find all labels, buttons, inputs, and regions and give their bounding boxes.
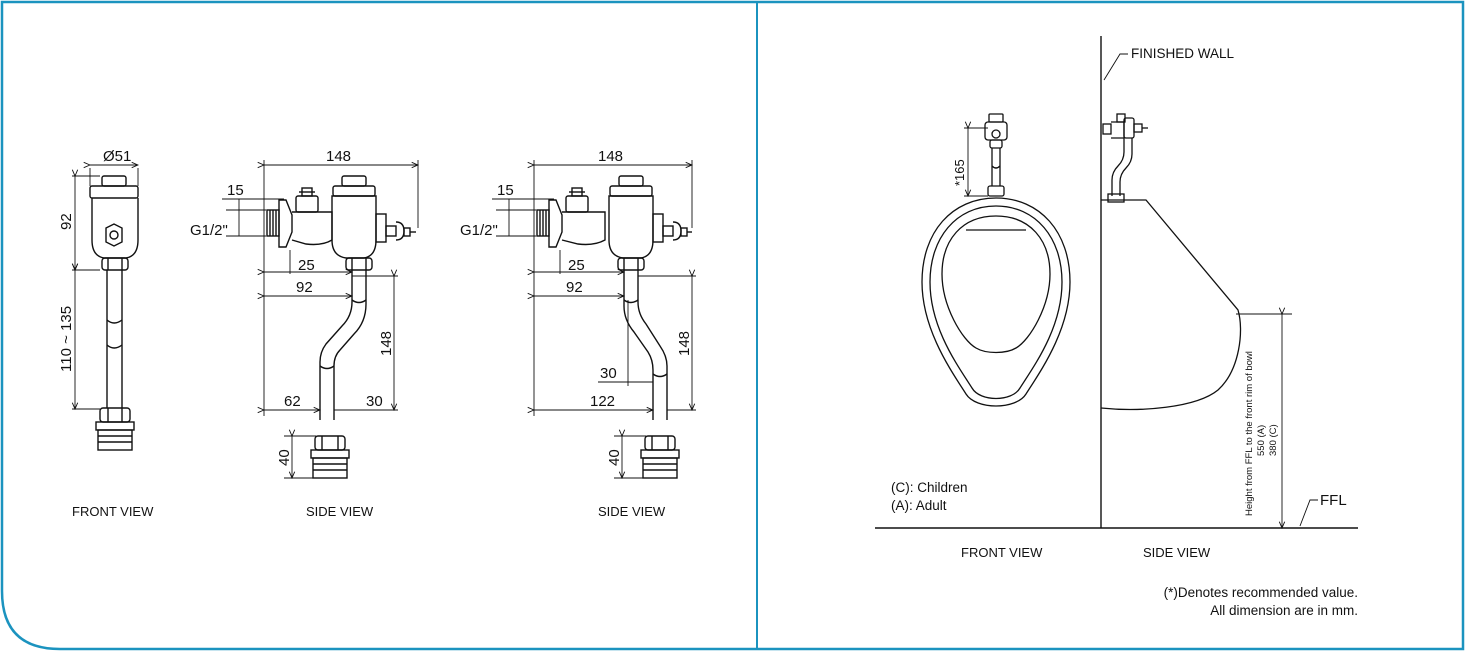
dim-recommended-165: *165 (952, 159, 967, 186)
caption-front-view-right: FRONT VIEW (961, 545, 1043, 560)
dim-front-height-top: 92 (58, 213, 75, 230)
finished-wall-label: FINISHED WALL (1131, 46, 1235, 61)
side-view-1-dimensions (222, 160, 418, 478)
side-view-height-dim (1236, 314, 1318, 528)
height-note-line3: 380 (C) (1268, 424, 1279, 456)
valve-front-view (89, 175, 139, 451)
urinal-side-view (1100, 113, 1242, 411)
dim-side2-bottom: 122 (590, 393, 615, 410)
dim-diameter: Ø51 (103, 148, 131, 165)
dim-side1-overall: 148 (326, 148, 351, 165)
dim-side2-inlet-depth: 15 (497, 182, 514, 199)
note-units: All dimension are in mm. (1210, 603, 1358, 618)
dim-side1-offset-b: 92 (296, 279, 313, 296)
dim-front-height-range: 110 ~ 135 (58, 306, 75, 372)
dim-side1-coupling: 40 (276, 449, 293, 466)
caption-side-view-right: SIDE VIEW (1143, 545, 1211, 560)
legend-adult: (A): Adult (891, 498, 947, 513)
dim-side1-thread: G1/2" (190, 222, 228, 239)
ffl-label: FFL (1320, 492, 1347, 509)
front-view-dimensions (72, 165, 138, 409)
dim-side2-offset-a: 25 (568, 257, 585, 274)
valve-side-view-2 (536, 175, 692, 479)
side-view-2-dimensions (492, 160, 696, 478)
dim-side2-vertical: 148 (676, 331, 693, 356)
note-recommended: (*)Denotes recommended value. (1164, 585, 1358, 600)
dim-side2-offset-b: 92 (566, 279, 583, 296)
front-view-recommended-dim (964, 128, 988, 196)
caption-side-view-2: SIDE VIEW (598, 504, 666, 519)
caption-front-view-left: FRONT VIEW (72, 504, 154, 519)
dim-side2-overall: 148 (598, 148, 623, 165)
dim-side1-offset-a: 25 (298, 257, 315, 274)
height-note-line1: Height from FFL to the front rim of bowl (1244, 351, 1255, 516)
dim-side1-bottom-right: 30 (366, 393, 383, 410)
dim-side2-bend: 30 (600, 365, 617, 382)
valve-side-view-1 (266, 175, 416, 479)
dim-side1-bottom-left: 62 (284, 393, 301, 410)
dim-side1-inlet-depth: 15 (227, 182, 244, 199)
dim-side2-thread: G1/2" (460, 222, 498, 239)
urinal-front-view (921, 113, 1071, 407)
caption-side-view-1: SIDE VIEW (306, 504, 374, 519)
legend-children: (C): Children (891, 480, 968, 495)
dim-side1-vertical: 148 (378, 331, 395, 356)
dim-side2-coupling: 40 (606, 449, 623, 466)
finished-wall-leader (1103, 53, 1128, 81)
height-note-line2: 550 (A) (1256, 425, 1267, 456)
